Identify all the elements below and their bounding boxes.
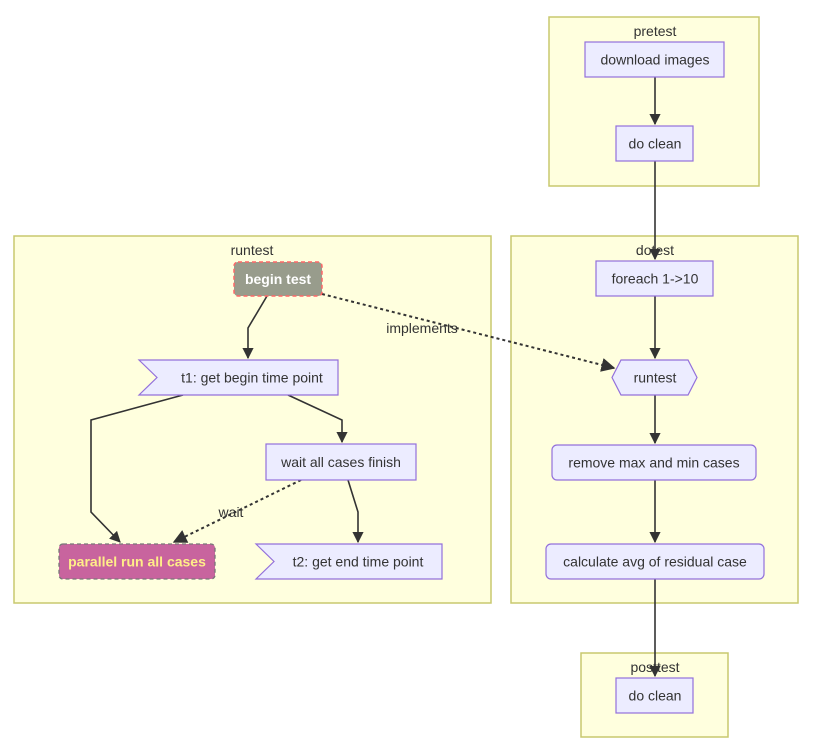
cluster-title: pretest xyxy=(634,23,677,39)
svg-text:parallel run all cases: parallel run all cases xyxy=(68,554,206,570)
node-wait-all-cases[interactable]: wait all cases finish xyxy=(265,443,417,481)
edge-begin-to-t1 xyxy=(242,295,268,360)
edges: implements wait xyxy=(90,77,661,678)
node-foreach[interactable]: foreach 1->10 xyxy=(595,260,714,297)
node-t2-end-time[interactable]: t2: get end time point xyxy=(254,543,443,580)
node-runtest-subroutine[interactable]: runtest xyxy=(611,359,698,396)
svg-text:foreach 1->10: foreach 1->10 xyxy=(612,271,699,287)
edge-t1-to-parallel xyxy=(90,394,184,543)
edge-label-wait: wait xyxy=(218,504,244,520)
node-remove-max-min[interactable]: remove max and min cases xyxy=(551,444,757,481)
edge-begin-implements-runtest xyxy=(321,293,616,372)
edge-wait-to-t2 xyxy=(347,479,364,544)
svg-text:wait all cases finish: wait all cases finish xyxy=(280,454,401,470)
node-t1-begin-time[interactable]: t1: get begin time point xyxy=(137,359,339,396)
node-pretest-do-clean[interactable]: do clean xyxy=(615,125,694,162)
svg-text:runtest: runtest xyxy=(634,370,677,386)
node-posttest-do-clean[interactable]: do clean xyxy=(615,677,694,714)
edge-t1-to-wait xyxy=(287,394,348,444)
node-parallel-run[interactable]: parallel run all cases xyxy=(58,543,216,580)
node-download-images[interactable]: download images xyxy=(584,41,725,78)
svg-text:begin test: begin test xyxy=(245,271,311,287)
edge-label-implements: implements xyxy=(386,320,458,336)
svg-text:t1: get begin time point: t1: get begin time point xyxy=(181,370,323,386)
node-begin-test[interactable]: begin test xyxy=(233,261,323,297)
svg-text:remove max and min cases: remove max and min cases xyxy=(568,455,739,471)
svg-text:t2: get end time point: t2: get end time point xyxy=(293,554,424,570)
cluster-title: runtest xyxy=(231,242,274,258)
svg-text:do clean: do clean xyxy=(629,136,682,152)
svg-text:download images: download images xyxy=(601,52,710,68)
svg-text:calculate avg of residual case: calculate avg of residual case xyxy=(563,554,747,570)
svg-text:do clean: do clean xyxy=(629,688,682,704)
node-calculate-avg[interactable]: calculate avg of residual case xyxy=(545,543,765,580)
